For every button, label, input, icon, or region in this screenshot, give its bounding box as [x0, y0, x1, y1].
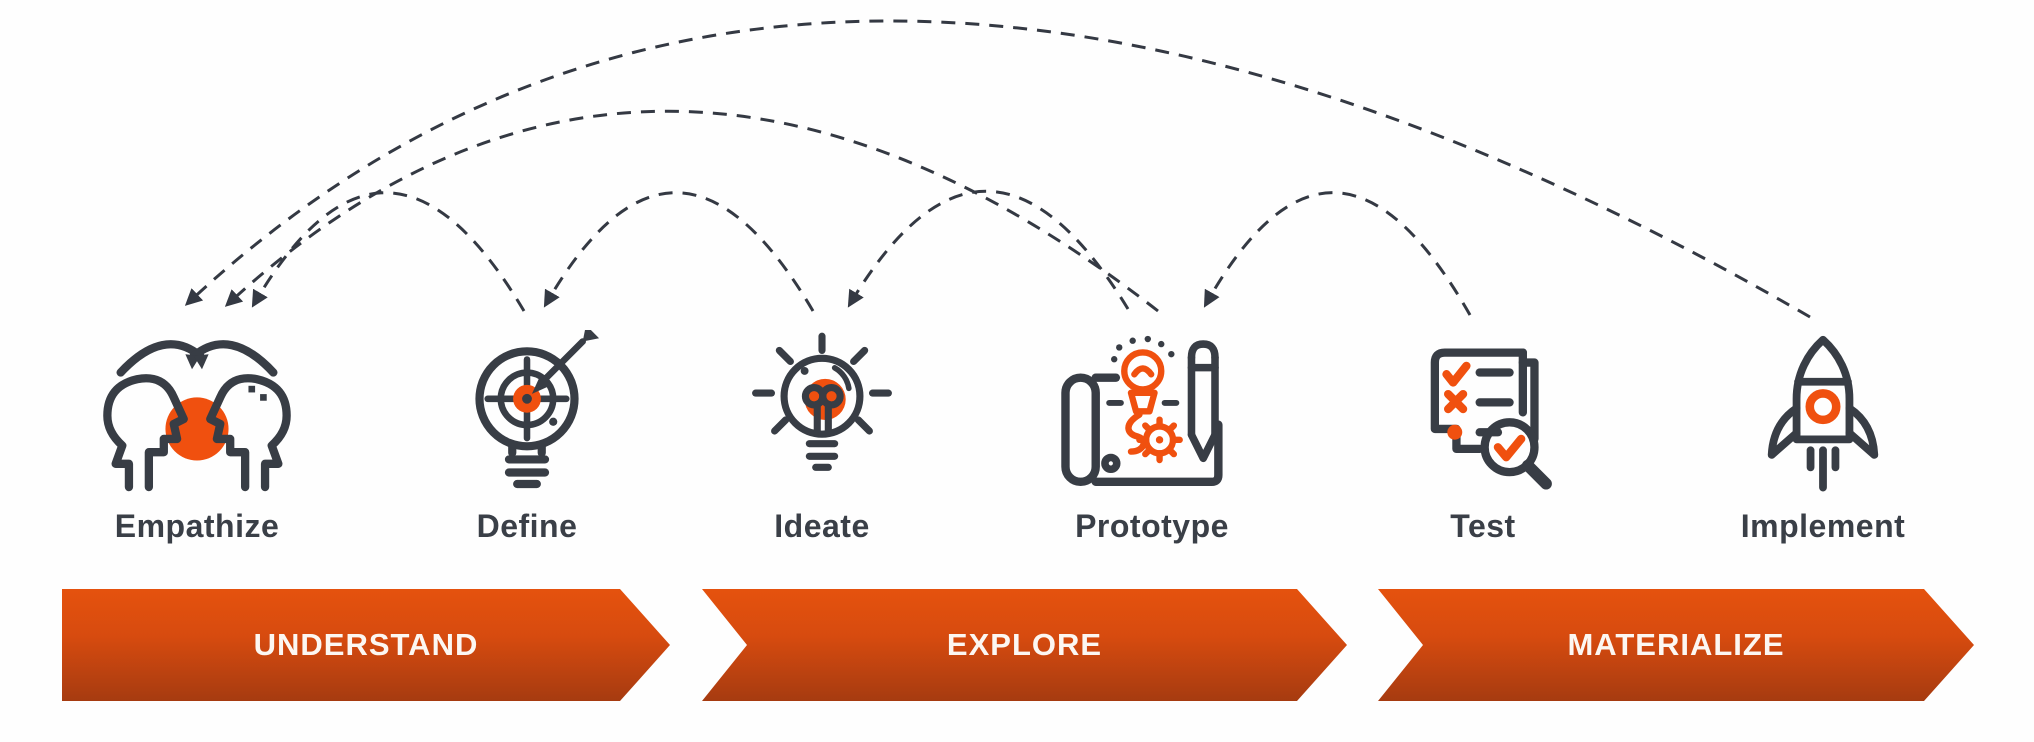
stage-label-ideate: Ideate — [774, 508, 870, 544]
arrow-implement-to-empathize — [184, 19, 1811, 319]
ideate-bulb-brain-icon — [743, 326, 901, 502]
stage-label-test: Test — [1450, 508, 1516, 544]
phase-banner: UNDERSTAND EXPLORE MATERIALIZE — [0, 589, 2034, 701]
stage-test: Test — [1358, 326, 1608, 545]
stage-empathize: Empathize — [72, 326, 322, 545]
phase-label-explore: EXPLORE — [946, 627, 1103, 662]
stage-label-prototype: Prototype — [1075, 508, 1229, 544]
arrow-define-to-empathize — [251, 191, 526, 312]
implement-rocket-icon — [1753, 326, 1893, 502]
arrow-test-to-prototype — [1203, 191, 1472, 316]
stage-label-define: Define — [476, 508, 578, 544]
stage-label-empathize: Empathize — [114, 508, 280, 544]
phase-label-materialize: MATERIALIZE — [1567, 627, 1785, 662]
phase-materialize: MATERIALIZE — [1378, 589, 1974, 701]
stage-label-implement: Implement — [1740, 508, 1906, 544]
empathize-heads-icon — [97, 326, 297, 502]
stage-prototype: Prototype — [1027, 326, 1277, 545]
define-target-bulb-icon — [445, 326, 609, 502]
arrow-ideate-to-define — [543, 191, 815, 312]
prototype-blueprint-icon — [1055, 326, 1249, 502]
phase-explore: EXPLORE — [702, 589, 1347, 701]
arrow-prototype-to-ideate — [847, 189, 1130, 310]
phase-label-understand: UNDERSTAND — [253, 627, 479, 662]
stage-implement: Implement — [1698, 326, 1948, 545]
stage-define: Define — [402, 326, 652, 545]
phase-understand: UNDERSTAND — [62, 589, 670, 701]
stage-ideate: Ideate — [697, 326, 947, 545]
arrow-prototype-to-empathize — [224, 109, 1159, 313]
test-checklist-magnifier-icon — [1400, 326, 1566, 502]
